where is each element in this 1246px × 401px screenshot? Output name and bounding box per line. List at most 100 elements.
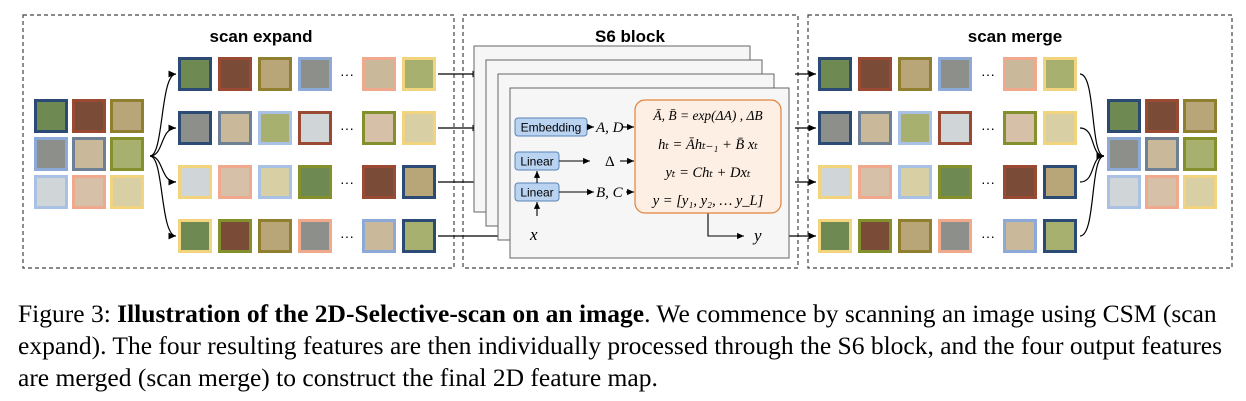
merge-sequence-patch: [898, 219, 932, 253]
expand-sequence-patch: [218, 219, 252, 253]
expand-ellipsis: ···: [340, 120, 354, 136]
merge-sequence-patch: [858, 165, 892, 199]
expand-sequence-patch: [402, 165, 436, 199]
merge-ellipsis: ···: [981, 174, 995, 190]
expand-sequence-patch: [258, 219, 292, 253]
ad-label: A, D: [595, 120, 624, 136]
input-grid-patch: [34, 99, 68, 133]
merge-sequence-patch: [858, 111, 892, 145]
merge-sequence-patch: [898, 57, 932, 91]
expand-sequence-patch: [178, 219, 212, 253]
equation-4: y = [y₁, y₂, … y_L]: [651, 193, 763, 209]
expand-sequence-patch: [362, 165, 396, 199]
output-grid-patch: [1145, 99, 1179, 133]
x-label: x: [529, 225, 538, 244]
s6-block-title: S6 block: [595, 27, 665, 46]
expand-sequence-patch: [258, 111, 292, 145]
expand-sequence-patch: [402, 57, 436, 91]
merge-sequence-patch: [1003, 57, 1037, 91]
merge-sequence-patch: [898, 165, 932, 199]
delta-label: Δ: [605, 154, 615, 170]
expand-ellipsis: ···: [340, 174, 354, 190]
merge-sequence-patch: [1003, 165, 1037, 199]
scan-merge-title: scan merge: [968, 27, 1063, 46]
bc-label: B, C: [596, 185, 624, 201]
equation-2: hₜ = Āhₜ₋₁ + B̄ xₜ: [658, 137, 758, 153]
expand-sequence-patch: [178, 111, 212, 145]
s6-internal-arrows: [533, 123, 744, 240]
output-grid-patch: [1107, 175, 1141, 209]
output-grid-patch: [1107, 99, 1141, 133]
expand-sequence-patch: [178, 57, 212, 91]
merge-sequence-patch: [818, 165, 852, 199]
merge-sequence-patch: [938, 111, 972, 145]
merge-sequence-patch: [1043, 57, 1077, 91]
caption-body: . We commence by scanning an image using…: [18, 299, 1223, 392]
expand-sequence-patch: [218, 165, 252, 199]
merge-sequence-patch: [898, 111, 932, 145]
expand-connectors: [149, 70, 177, 240]
input-grid-patch: [34, 175, 68, 209]
expand-sequence-patch: [402, 219, 436, 253]
scan-merge-panel: [807, 14, 1233, 269]
output-grid-patch: [1183, 175, 1217, 209]
output-grid-patch: [1145, 175, 1179, 209]
input-grid-patch: [34, 137, 68, 171]
input-grid-patch: [72, 175, 106, 209]
merge-ellipsis: ···: [981, 120, 995, 136]
figure-diagram: scan expand S6 block scan merge ··· ··· ··…: [22, 14, 1233, 269]
input-grid-patch: [72, 99, 106, 133]
caption-prefix: Figure 3:: [18, 299, 118, 328]
expand-sequence-patch: [298, 111, 332, 145]
output-grid-patch: [1183, 137, 1217, 171]
merge-sequence-patch: [818, 57, 852, 91]
merge-sequence-patch: [1043, 165, 1077, 199]
equation-1: Ā, B̄ = exp(ΔA) , ΔB: [652, 108, 762, 123]
expand-sequence-patch: [298, 165, 332, 199]
equation-3: yₜ = Chₜ + Dxₜ: [663, 165, 750, 181]
equation-box: [634, 99, 782, 214]
caption-bold-title: Illustration of the 2D-Selective-scan on…: [117, 299, 645, 328]
merge-sequence-patch: [1043, 111, 1077, 145]
figure-caption: Figure 3: Illustration of the 2D-Selecti…: [18, 298, 1233, 394]
input-grid-patch: [110, 137, 144, 171]
merge-connectors: [1079, 73, 1105, 237]
scan-expand-title: scan expand: [210, 27, 313, 46]
input-grid-patch: [110, 175, 144, 209]
expand-sequence-patch: [218, 111, 252, 145]
merge-sequence-patch: [1003, 219, 1037, 253]
expand-sequence-patch: [218, 57, 252, 91]
expand-sequence-patch: [178, 165, 212, 199]
expand-sequence-patch: [258, 57, 292, 91]
expand-sequence-patch: [402, 111, 436, 145]
expand-sequence-patch: [362, 111, 396, 145]
scan-expand-panel: [22, 14, 455, 269]
embedding-label: Embedding: [521, 121, 582, 135]
expand-ellipsis: ···: [340, 66, 354, 82]
output-grid-patch: [1145, 137, 1179, 171]
expand-sequence-patch: [362, 57, 396, 91]
merge-ellipsis: ···: [981, 228, 995, 244]
expand-sequence-patch: [298, 219, 332, 253]
merge-sequence-patch: [938, 165, 972, 199]
y-label: y: [752, 226, 762, 245]
expand-sequence-patch: [362, 219, 396, 253]
linear-label-2: Linear: [520, 186, 553, 200]
input-grid-patch: [72, 137, 106, 171]
merge-sequence-patch: [818, 111, 852, 145]
expand-sequence-patch: [258, 165, 292, 199]
output-grid-patch: [1107, 137, 1141, 171]
merge-sequence-patch: [938, 57, 972, 91]
merge-sequence-patch: [818, 219, 852, 253]
merge-ellipsis: ···: [981, 66, 995, 82]
output-grid-patch: [1183, 99, 1217, 133]
merge-sequence-patch: [1003, 111, 1037, 145]
input-grid-patch: [110, 99, 144, 133]
merge-sequence-patch: [1043, 219, 1077, 253]
expand-ellipsis: ···: [340, 228, 354, 244]
merge-sequence-patch: [858, 219, 892, 253]
expand-sequence-patch: [298, 57, 332, 91]
linear-label-1: Linear: [520, 155, 553, 169]
merge-sequence-patch: [858, 57, 892, 91]
merge-sequence-patch: [938, 219, 972, 253]
